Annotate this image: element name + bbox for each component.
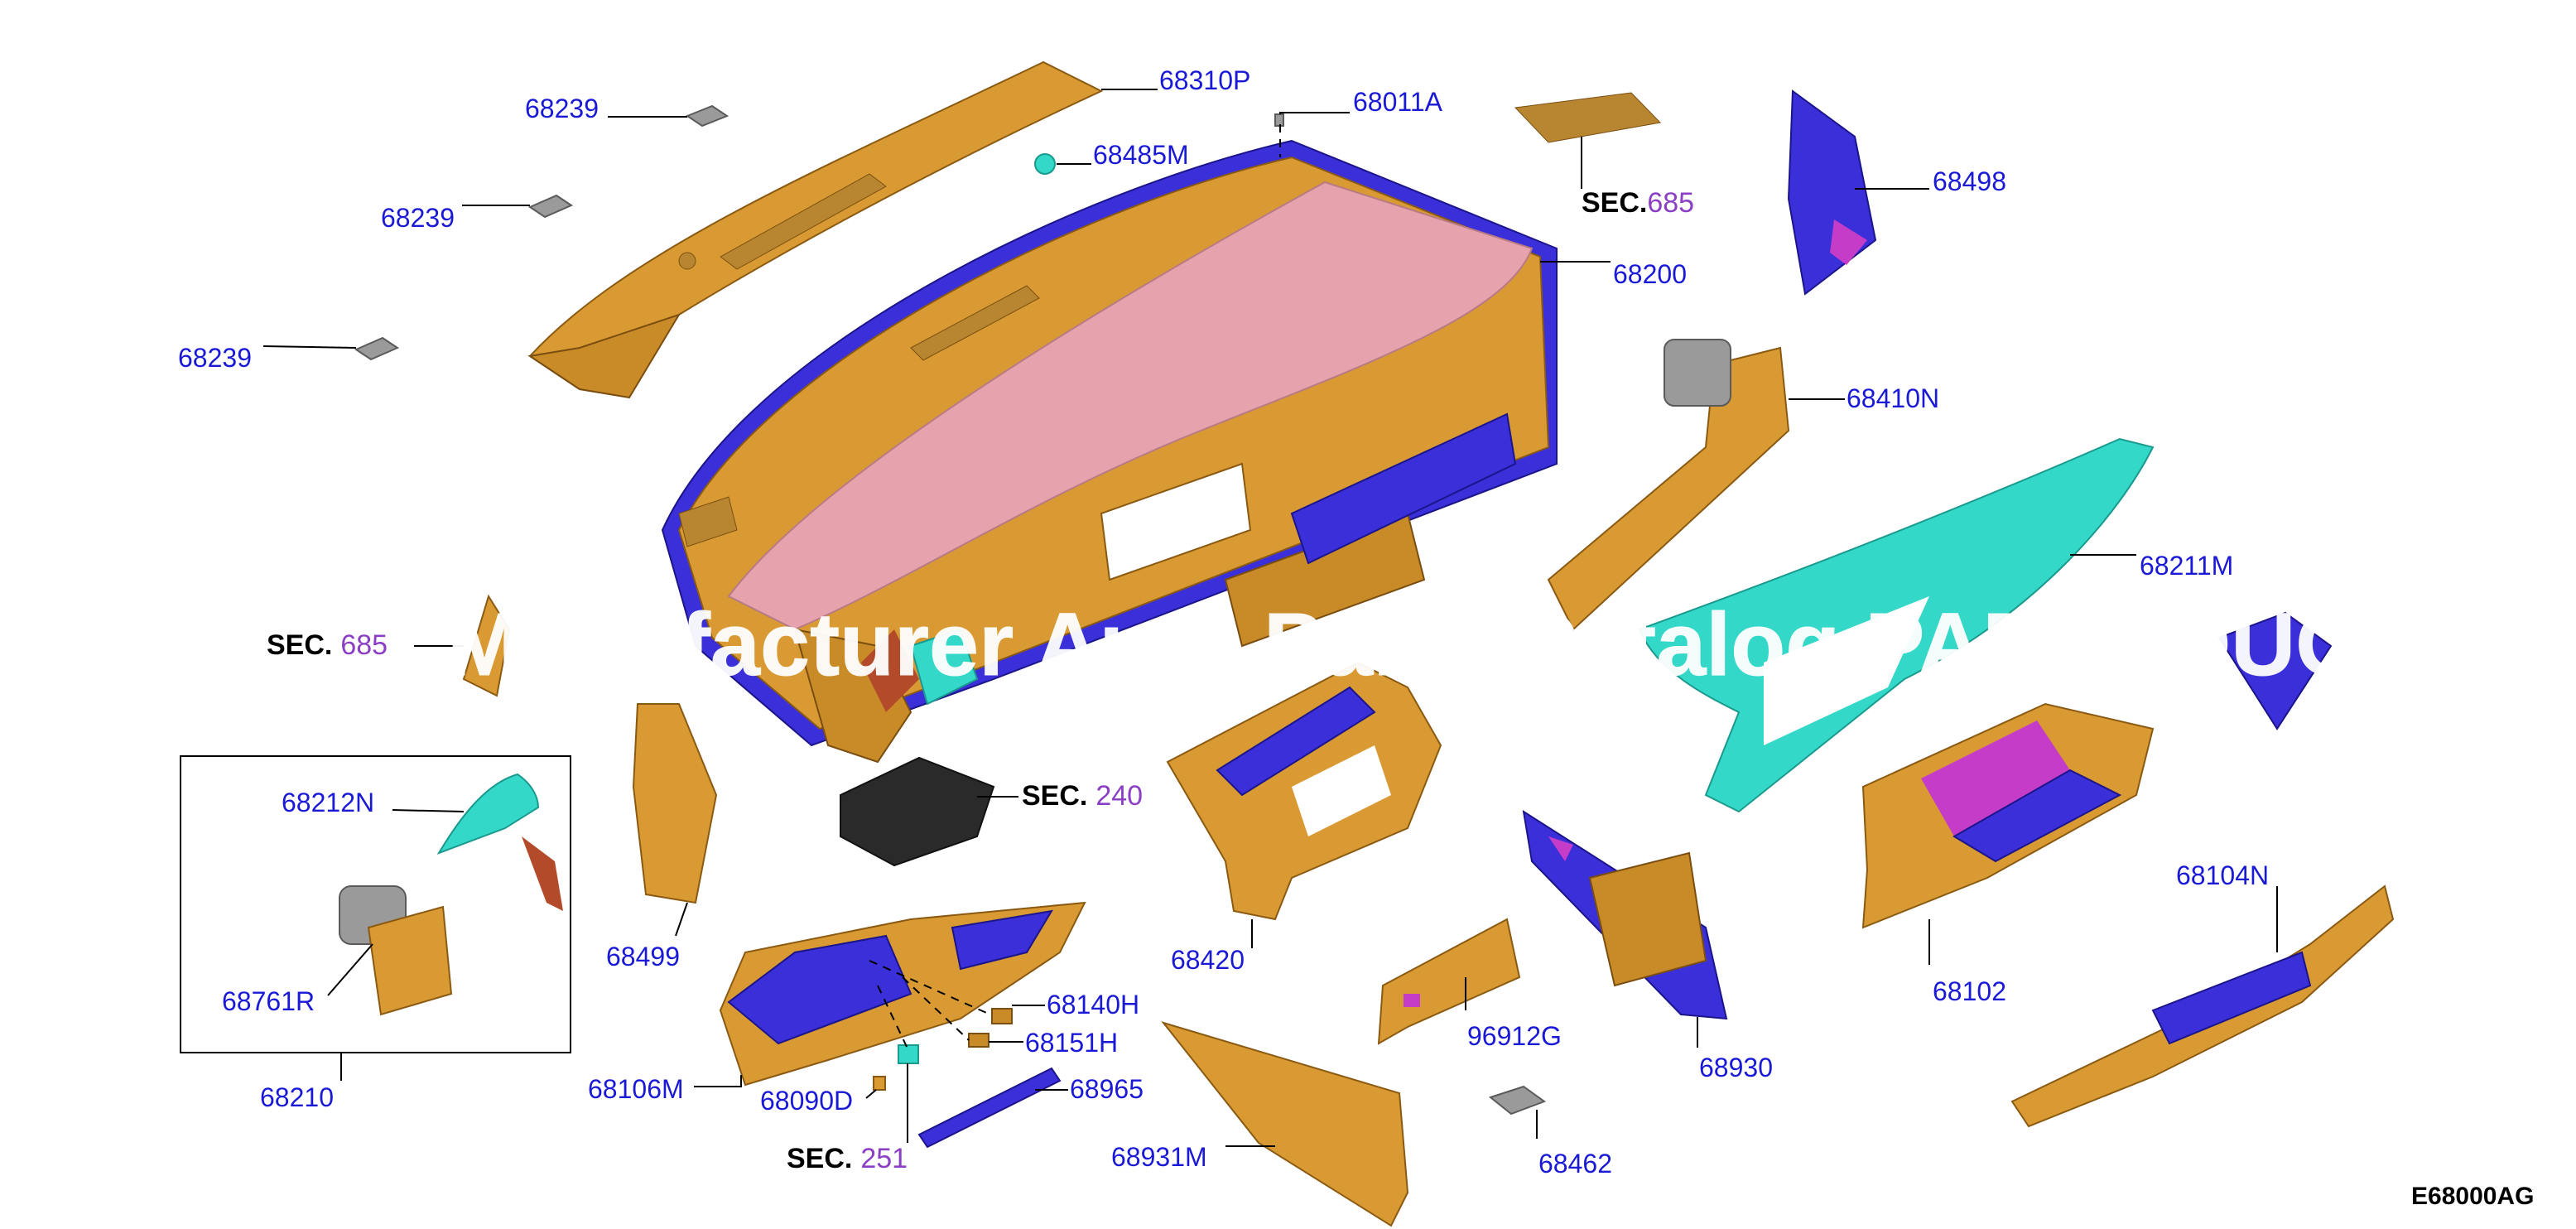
part-label[interactable]: 68462 bbox=[1538, 1149, 1612, 1178]
part-label[interactable]: 96912G bbox=[1467, 1021, 1562, 1051]
part-label[interactable]: 68965 bbox=[1070, 1074, 1144, 1104]
clip-68239-c bbox=[354, 336, 400, 361]
lower-panel-68106M bbox=[719, 901, 1086, 1087]
watermark-text: Manufacturer Auto Parts Catalog PARTSOUQ… bbox=[447, 594, 2390, 694]
part-label[interactable]: 68140H bbox=[1047, 990, 1139, 1019]
side-cover-68499 bbox=[632, 703, 718, 904]
part-label[interactable]: 68499 bbox=[606, 942, 680, 971]
plate-68462 bbox=[1488, 1085, 1547, 1116]
part-label[interactable]: 68200 bbox=[1613, 259, 1687, 289]
section-ref-sec685-left[interactable]: SEC.685 bbox=[267, 629, 388, 661]
cross-member-68104N bbox=[2010, 884, 2395, 1128]
part-label[interactable]: 68310P bbox=[1159, 65, 1250, 95]
part-label[interactable]: 68090D bbox=[760, 1086, 853, 1116]
inset-box bbox=[180, 755, 571, 1053]
section-refs: SEC.685 SEC.240 SEC.251 SEC.685 bbox=[267, 187, 1694, 1174]
glove-box-door-68930 bbox=[1522, 809, 1728, 1020]
clip-68239-a bbox=[685, 104, 729, 128]
switch-68151H bbox=[968, 1033, 989, 1048]
part-label[interactable]: 68931M bbox=[1111, 1142, 1207, 1172]
speaker-grille-sec685 bbox=[1514, 92, 1662, 143]
sensor-68485M bbox=[1034, 153, 1056, 175]
part-label[interactable]: 68011A bbox=[1353, 87, 1443, 117]
part-label[interactable]: 68761R bbox=[222, 986, 315, 1016]
connector-sec251 bbox=[898, 1044, 919, 1064]
part-label[interactable]: 68212N bbox=[282, 788, 374, 817]
part-label[interactable]: 68420 bbox=[1171, 945, 1245, 975]
part-label[interactable]: 68104N bbox=[2176, 860, 2269, 890]
bracket-sec685-left bbox=[462, 594, 511, 697]
diagram-code: E68000AG bbox=[2411, 1183, 2534, 1210]
part-label[interactable]: 68239 bbox=[381, 203, 455, 233]
part-label[interactable]: 68211M bbox=[2140, 551, 2233, 581]
main-instrument-panel bbox=[661, 139, 1558, 764]
bracket-68011A bbox=[1274, 113, 1284, 127]
passenger-panel-68211M bbox=[1638, 437, 2155, 813]
finisher-68965 bbox=[917, 1067, 1062, 1149]
lower-cover-68931M bbox=[1161, 1021, 1409, 1227]
bracket-96912G bbox=[1377, 918, 1521, 1045]
part-label[interactable]: 68498 bbox=[1933, 166, 2006, 196]
leader-lines bbox=[262, 89, 2278, 1147]
part-label[interactable]: 68239 bbox=[178, 343, 252, 373]
part-label[interactable]: 68930 bbox=[1699, 1053, 1773, 1082]
section-ref-sec251[interactable]: SEC.251 bbox=[787, 1143, 908, 1174]
section-ref-sec240[interactable]: SEC.240 bbox=[1022, 780, 1143, 812]
clip-68239-b bbox=[527, 194, 574, 219]
control-module-sec240 bbox=[840, 756, 995, 867]
part-label[interactable]: 68106M bbox=[588, 1074, 684, 1104]
part-label[interactable]: 68151H bbox=[1025, 1028, 1118, 1058]
part-label[interactable]: 68239 bbox=[525, 94, 599, 123]
part-label[interactable]: 68485M bbox=[1093, 140, 1189, 170]
side-trim-68498 bbox=[1787, 89, 1877, 296]
part-label[interactable]: 68210 bbox=[260, 1082, 334, 1112]
part-labels: 68239 68239 68239 68310P 68011A 68485M 6… bbox=[178, 65, 2269, 1178]
part-label[interactable]: 68102 bbox=[1933, 976, 2006, 1006]
part-label[interactable]: 68410N bbox=[1847, 383, 1939, 413]
glove-box-68102 bbox=[1861, 702, 2155, 929]
vent-trim-68410N bbox=[1547, 339, 1790, 631]
top-cover-panel bbox=[527, 60, 1104, 399]
cluster-bezel-68420 bbox=[1166, 661, 1442, 921]
section-ref-sec685-top[interactable]: SEC.685 bbox=[1582, 187, 1694, 219]
clip-68090D bbox=[873, 1076, 886, 1091]
inset-vent-68761R bbox=[339, 885, 453, 1016]
inset-vent-68212N bbox=[436, 773, 563, 911]
switch-68140H bbox=[991, 1008, 1013, 1024]
trim-piece-right bbox=[2217, 611, 2333, 730]
